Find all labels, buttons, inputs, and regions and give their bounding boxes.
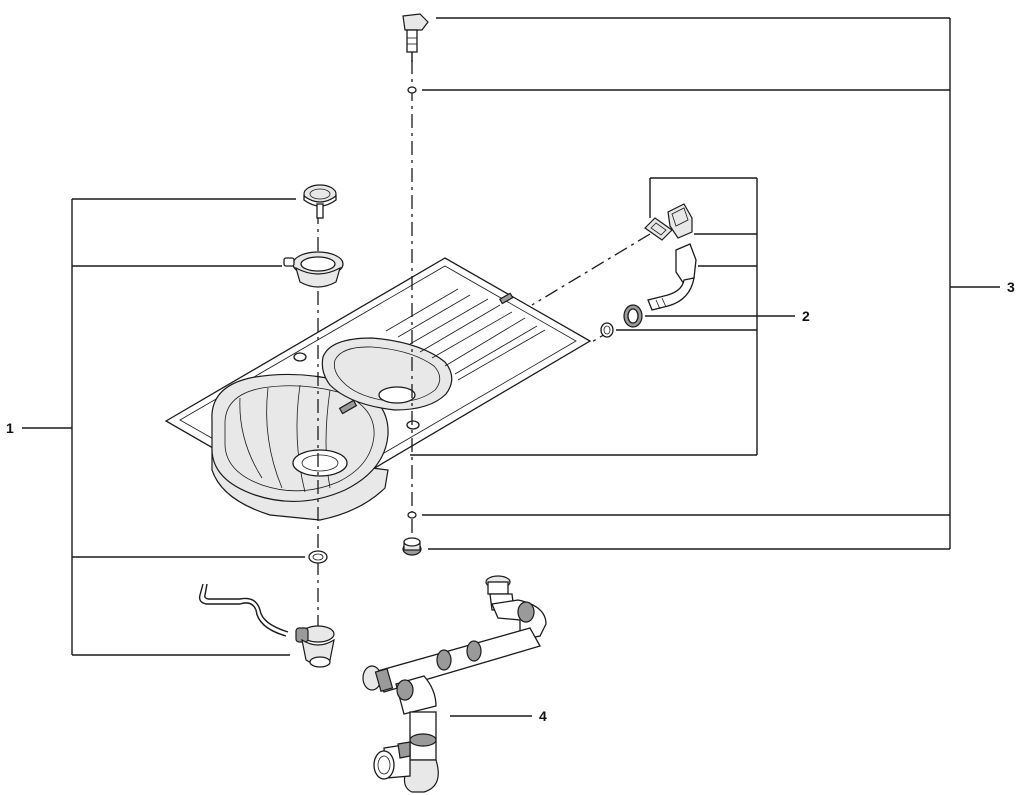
sink-body xyxy=(164,257,592,521)
leader-lines-group-1 xyxy=(22,198,305,656)
tap-hole-nut xyxy=(402,537,422,556)
callout-1: 1 xyxy=(6,420,14,436)
sealing-washer xyxy=(308,550,328,564)
tap-hole-washer-lower xyxy=(407,511,417,519)
tap-hole-plug-knob xyxy=(402,13,429,62)
sink-basin-strainer xyxy=(303,184,337,219)
overflow-connector xyxy=(647,203,697,311)
strainer-basket-waste xyxy=(283,251,344,288)
double-siphon-trap xyxy=(362,575,547,793)
pop-up-waste-with-cable xyxy=(198,583,335,668)
overflow-cover xyxy=(644,217,673,241)
overflow-ring xyxy=(600,322,614,338)
callout-2: 2 xyxy=(802,308,810,324)
leader-lines-group-3 xyxy=(422,17,1000,550)
callout-3: 3 xyxy=(1007,279,1015,295)
callout-4: 4 xyxy=(539,708,547,724)
centerline-overflow xyxy=(531,233,651,306)
tap-hole-washer-upper xyxy=(407,86,417,94)
leader-lines-group-2 xyxy=(616,315,795,331)
overflow-nut xyxy=(623,304,643,328)
